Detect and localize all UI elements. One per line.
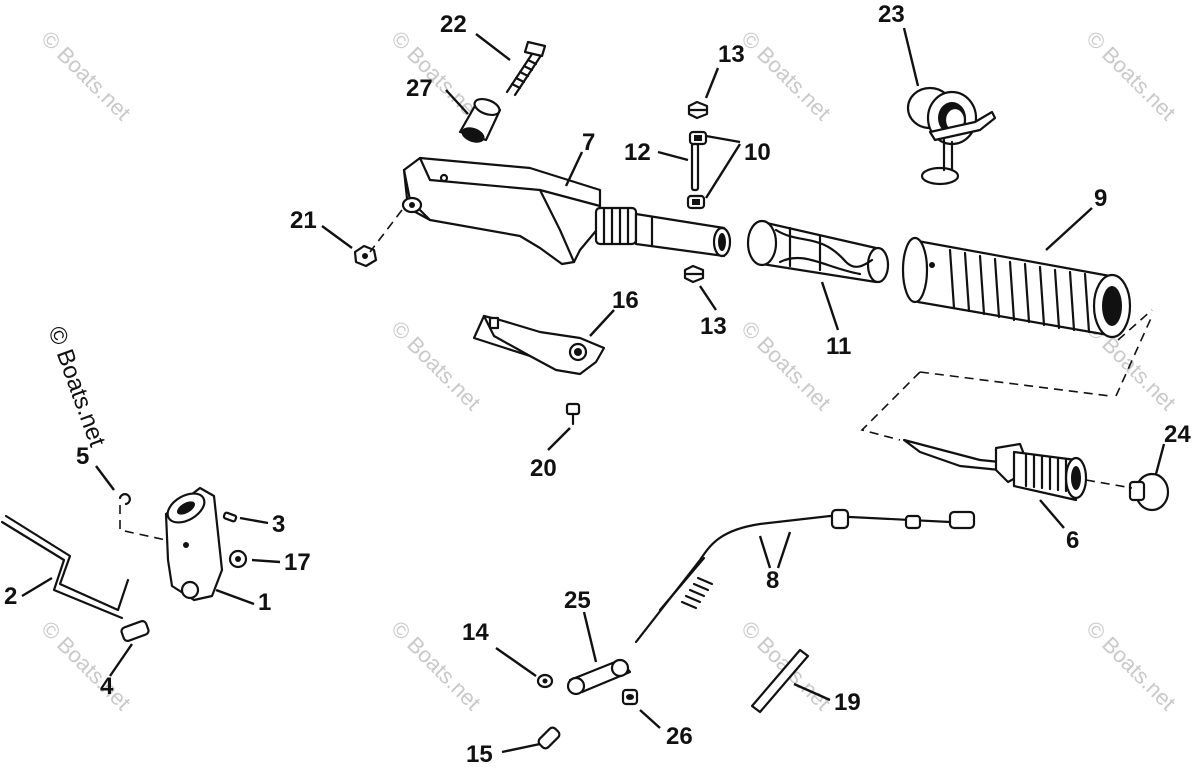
callout-12: 12 xyxy=(624,139,651,166)
part-19-rod xyxy=(750,648,810,714)
part-6-throttle-shaft xyxy=(902,438,1088,502)
assembly-lines xyxy=(119,209,1153,541)
part-12-pin xyxy=(690,142,700,192)
part-15-connector xyxy=(537,726,561,750)
callout-25: 25 xyxy=(564,587,591,614)
callout-14: 14 xyxy=(462,619,489,646)
part-3-pin xyxy=(222,511,238,523)
callout-27: 27 xyxy=(406,75,433,102)
part-26-screw xyxy=(621,688,639,706)
part-23-friction-device xyxy=(906,86,997,186)
callout-24: 24 xyxy=(1164,421,1191,448)
callout-10: 10 xyxy=(744,139,771,166)
callout-23: 23 xyxy=(878,1,905,28)
part-22-bolt xyxy=(505,40,547,97)
watermarks: © Boats.net © Boats.net © Boats.net © Bo… xyxy=(36,26,1180,715)
part-24-cap xyxy=(1128,472,1170,512)
watermark: © Boats.net xyxy=(36,26,135,125)
part-14-washer xyxy=(536,673,554,689)
part-17-washer xyxy=(228,549,248,569)
callout-22: 22 xyxy=(440,11,467,38)
callout-4: 4 xyxy=(100,673,114,700)
callout-20: 20 xyxy=(530,455,557,482)
watermark: © Boats.net xyxy=(1081,26,1180,125)
callout-11: 11 xyxy=(826,333,851,360)
watermark: © Boats.net xyxy=(736,316,835,415)
callout-13-bottom: 13 xyxy=(700,313,727,340)
part-8-cable xyxy=(634,508,976,644)
callout-13-top: 13 xyxy=(718,41,745,68)
callout-17: 17 xyxy=(284,549,311,576)
leader-lines xyxy=(21,27,1166,754)
part-10-clip-bottom xyxy=(686,194,706,210)
callout-26: 26 xyxy=(666,723,693,750)
callout-2: 2 xyxy=(4,583,17,610)
part-27-bushing xyxy=(458,97,502,143)
callout-9: 9 xyxy=(1094,185,1107,212)
part-20-screw xyxy=(565,402,581,426)
part-11-throttle-sleeve xyxy=(746,219,890,284)
callout-1: 1 xyxy=(258,589,271,616)
callout-7: 7 xyxy=(582,129,595,156)
part-13-nut-top xyxy=(687,100,709,120)
part-1-lever xyxy=(164,486,224,602)
part-9-grip xyxy=(901,236,1132,339)
part-10-clip-top xyxy=(688,130,708,146)
callout-19: 19 xyxy=(834,689,861,716)
callout-8: 8 xyxy=(766,567,779,594)
part-2-link-rod xyxy=(0,514,130,620)
watermark: © Boats.net xyxy=(1081,616,1180,715)
part-7-tiller-arm xyxy=(401,156,732,266)
part-25-bracket xyxy=(566,658,632,696)
callout-16: 16 xyxy=(612,287,639,314)
watermark: © Boats.net xyxy=(386,316,485,415)
callout-6: 6 xyxy=(1066,527,1079,554)
callout-3: 3 xyxy=(272,511,285,538)
part-13-nut-bottom xyxy=(683,264,705,284)
part-5-clip xyxy=(118,493,131,506)
part-4-pin xyxy=(120,620,150,642)
callout-21: 21 xyxy=(290,207,317,234)
part-16-bracket xyxy=(472,314,606,376)
side-watermark: © Boats.net xyxy=(42,323,110,451)
callout-5: 5 xyxy=(76,443,89,470)
callout-numbers: 22 27 13 23 7 12 10 21 9 16 13 11 24 5 3… xyxy=(4,1,1191,768)
watermark: © Boats.net xyxy=(736,26,835,125)
callout-15: 15 xyxy=(466,741,493,768)
watermark: © Boats.net xyxy=(386,26,485,125)
